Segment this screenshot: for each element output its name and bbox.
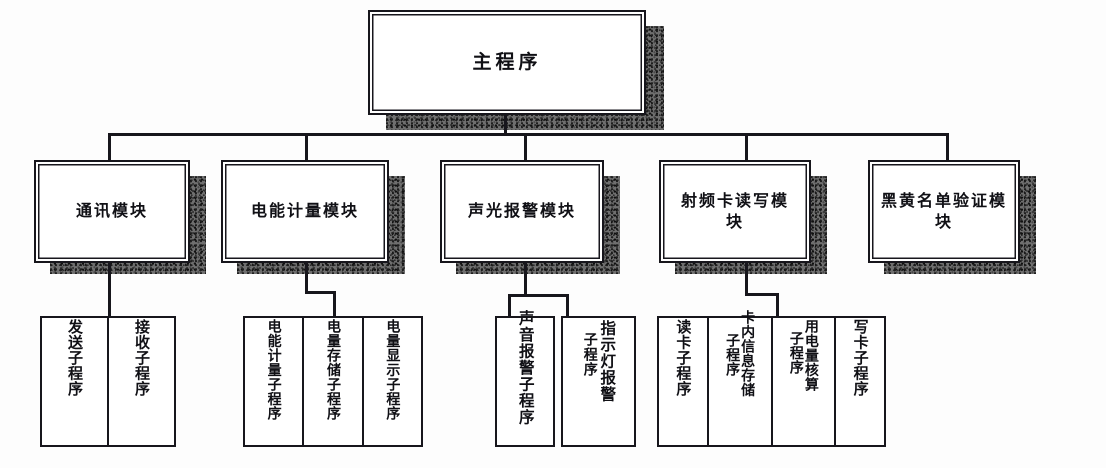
drop-to-rf-card: [745, 133, 748, 161]
rf-card-jog-line: [745, 293, 778, 296]
leaf-card-info-storage-subroutine: 卡内信息存储 子程序: [709, 310, 773, 445]
alarm-to-sound-subroutine-line: [508, 294, 511, 316]
rf-card-subroutine-strip: 读卡子程序 卡内信息存储 子程序 用电量核算 子程序 写卡子程序: [657, 310, 886, 447]
leaf-energy-metering-subroutine: 电能计量子程序: [245, 318, 305, 445]
communication-to-subroutines-line: [108, 263, 111, 317]
node-blacklist-module: 黑黄名单验证模块: [868, 160, 1020, 263]
energy-metering-jog-line: [305, 291, 335, 294]
leaf-sound-alarm-subroutine-label: 声音报警子程序: [516, 310, 535, 426]
leaf-power-display-subroutine-label: 电量显示子程序: [384, 319, 401, 421]
node-rf-card-module-label: 射频卡读写模块: [680, 191, 789, 231]
drop-to-energy-metering: [305, 133, 308, 161]
leaf-send-subroutine: 发送子程序: [42, 318, 109, 445]
leaf-receive-subroutine-label: 接收子程序: [133, 319, 151, 397]
leaf-indicator-lamp-alarm-sub-label: 子程序: [581, 332, 598, 377]
node-blacklist-module-label: 黑黄名单验证模块: [881, 191, 1008, 231]
leaf-power-consumption-accounting-main-label: 用电量核算: [802, 319, 819, 392]
node-communication-module-label: 通讯模块: [75, 201, 148, 221]
leaf-read-card-subroutine-label: 读卡子程序: [674, 319, 693, 397]
leaf-sound-alarm-subroutine: 声音报警子程序: [495, 310, 555, 447]
node-alarm-module: 声光报警模块: [440, 160, 604, 263]
leaf-card-info-storage-main-label: 卡内信息存储: [739, 310, 756, 397]
node-energy-metering-module-label: 电能计量模块: [250, 201, 359, 221]
node-alarm-module-label: 声光报警模块: [467, 201, 576, 221]
leaf-power-consumption-accounting-sub-label: 子程序: [787, 331, 804, 375]
alarm-bracket-line: [508, 294, 568, 297]
leaf-write-card-subroutine-label: 写卡子程序: [851, 319, 870, 397]
drop-to-blacklist: [946, 133, 949, 161]
node-energy-metering-module: 电能计量模块: [221, 160, 389, 263]
node-communication-module: 通讯模块: [34, 160, 190, 263]
leaf-indicator-lamp-alarm-subroutine: 指示灯报警 子程序: [561, 316, 636, 447]
node-main-program: 主程序: [368, 10, 646, 115]
node-rf-card-module: 射频卡读写模块: [659, 160, 811, 263]
rf-card-to-subroutines-line: [776, 293, 779, 317]
drop-to-alarm: [524, 133, 527, 161]
leaf-power-storage-subroutine-label: 电量存储子程序: [324, 319, 341, 421]
leaf-indicator-lamp-alarm-main-label: 指示灯报警: [598, 320, 617, 403]
leaf-read-card-subroutine: 读卡子程序: [659, 318, 709, 445]
rf-card-drop-line: [745, 263, 748, 295]
root-drop-line: [504, 115, 507, 135]
leaf-write-card-subroutine: 写卡子程序: [836, 318, 884, 445]
leaf-power-consumption-accounting-subroutine: 用电量核算 子程序: [773, 318, 837, 445]
leaf-card-info-storage-sub-label: 子程序: [724, 333, 741, 377]
energy-metering-subroutine-strip: 电能计量子程序 电量存储子程序 电量显示子程序: [243, 316, 423, 447]
leaf-energy-metering-subroutine-label: 电能计量子程序: [265, 319, 282, 421]
leaf-power-display-subroutine: 电量显示子程序: [364, 318, 421, 445]
drop-to-communication: [108, 133, 111, 161]
energy-metering-drop-line: [305, 263, 308, 293]
alarm-drop-line: [524, 263, 527, 296]
alarm-to-lamp-subroutine-line: [566, 294, 569, 316]
energy-metering-to-subroutines-line: [333, 291, 336, 317]
communication-subroutine-strip: 发送子程序 接收子程序: [40, 316, 176, 447]
module-bus-line: [108, 133, 948, 136]
leaf-power-storage-subroutine: 电量存储子程序: [304, 318, 364, 445]
leaf-receive-subroutine: 接收子程序: [109, 318, 174, 445]
leaf-send-subroutine-label: 发送子程序: [66, 319, 84, 397]
node-main-program-label: 主程序: [472, 51, 542, 74]
